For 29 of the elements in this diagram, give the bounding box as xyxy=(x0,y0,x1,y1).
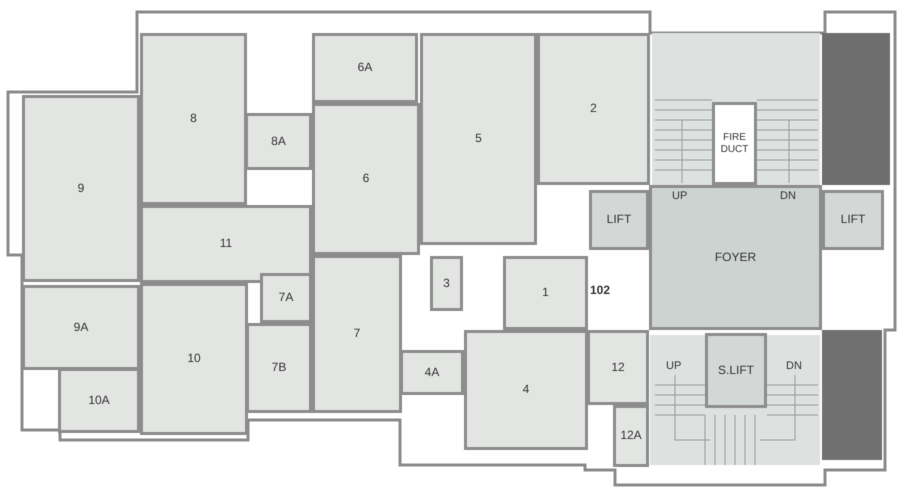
stair-label: UP xyxy=(666,360,682,372)
room: 10A xyxy=(58,368,140,433)
room: 3 xyxy=(430,256,463,311)
stair-label: DN xyxy=(780,190,796,202)
room: 12A xyxy=(613,405,649,467)
room: 9 xyxy=(22,95,140,282)
room: 2 xyxy=(537,33,650,185)
room: 7A xyxy=(260,273,312,323)
stair-label: DN xyxy=(786,360,802,372)
fire-duct: FIRE DUCT xyxy=(712,102,757,185)
stair-label: UP xyxy=(672,190,688,202)
room: 5 xyxy=(420,33,537,245)
room: 6A xyxy=(312,33,418,103)
room: 11 xyxy=(140,205,312,283)
unit-number: 102 xyxy=(590,283,610,297)
lift-shaft: LIFT xyxy=(589,190,649,250)
room: 6 xyxy=(312,103,420,255)
room: 7B xyxy=(246,323,312,413)
room: 7 xyxy=(312,255,402,413)
room: 12 xyxy=(587,330,649,405)
room: 8 xyxy=(140,33,247,205)
room: 4A xyxy=(400,350,464,395)
room: 4 xyxy=(464,330,588,450)
lift-shaft: S.LIFT xyxy=(705,333,767,408)
room: 10 xyxy=(140,283,248,435)
room: 9A xyxy=(22,285,140,370)
lift-shaft: LIFT xyxy=(822,190,884,250)
room: 8A xyxy=(245,113,312,170)
room: 1 xyxy=(503,256,588,330)
